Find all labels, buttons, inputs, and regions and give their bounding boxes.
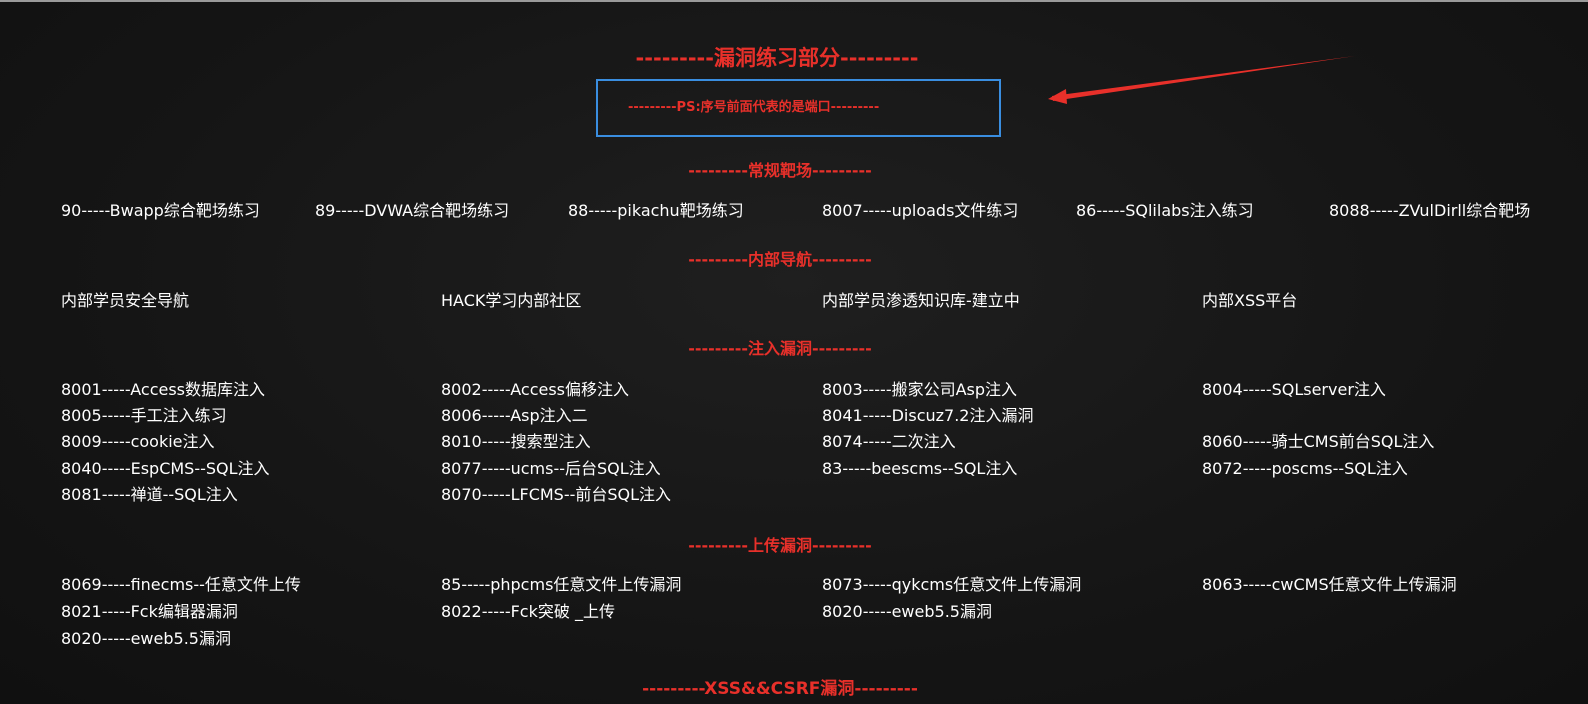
table-row: 8001-----Access数据库注入 8002-----Access偏移注入…	[0, 377, 1588, 403]
link-internal-security-nav[interactable]: 内部学员安全导航	[61, 291, 190, 310]
list-item[interactable]: 8040-----EspCMS--SQL注入	[61, 459, 270, 478]
regular-range-row: 90-----Bwapp综合靶场练习 89-----DVWA综合靶场练习 88-…	[0, 198, 1588, 224]
list-item[interactable]: 8004-----SQLserver注入	[1202, 380, 1386, 399]
link-zvuldirll[interactable]: 8088-----ZVulDirll综合靶场	[1329, 201, 1531, 220]
list-item[interactable]: 8005-----手工注入练习	[61, 406, 227, 425]
list-item[interactable]: 8002-----Access偏移注入	[441, 380, 630, 399]
list-item[interactable]: 8020-----eweb5.5漏洞	[822, 602, 992, 621]
list-item[interactable]: 85-----phpcms任意文件上传漏洞	[441, 575, 682, 594]
list-item[interactable]: 8041-----Discuz7.2注入漏洞	[822, 406, 1034, 425]
list-item[interactable]: 8063-----cwCMS任意文件上传漏洞	[1202, 575, 1457, 594]
table-row: 8020-----eweb5.5漏洞	[0, 626, 1588, 652]
section-title-injection: ---------注入漏洞---------	[688, 339, 872, 358]
section-title-xss: ---------XSS&&CSRF漏洞---------	[642, 679, 918, 699]
table-row: 8040-----EspCMS--SQL注入 8077-----ucms--后台…	[0, 456, 1588, 482]
list-item[interactable]: 8077-----ucms--后台SQL注入	[441, 459, 661, 478]
list-item[interactable]: 8021-----Fck编辑器漏洞	[61, 602, 238, 621]
link-sqlilabs[interactable]: 86-----SQlilabs注入练习	[1076, 201, 1254, 220]
list-item[interactable]: 8060-----骑士CMS前台SQL注入	[1202, 432, 1435, 451]
list-item[interactable]: 8070-----LFCMS--前台SQL注入	[441, 485, 672, 504]
list-item[interactable]: 8003-----搬家公司Asp注入	[822, 380, 1018, 399]
list-item[interactable]: 8006-----Asp注入二	[441, 406, 588, 425]
list-item[interactable]: 8069-----finecms--任意文件上传	[61, 575, 301, 594]
list-item[interactable]: 8081-----禅道--SQL注入	[61, 485, 238, 504]
list-item[interactable]: 8074-----二次注入	[822, 432, 956, 451]
link-hack-community[interactable]: HACK学习内部社区	[441, 291, 582, 310]
link-dvwa[interactable]: 89-----DVWA综合靶场练习	[315, 201, 510, 220]
list-item[interactable]: 8001-----Access数据库注入	[61, 380, 266, 399]
ps-note-box	[596, 79, 1001, 137]
table-row: 8021-----Fck编辑器漏洞 8022-----Fck突破 _上传 802…	[0, 599, 1588, 625]
list-item[interactable]: 8010-----搜索型注入	[441, 432, 591, 451]
annotation-arrow-icon	[1048, 56, 1355, 104]
ps-note-text: ---------PS:序号前面代表的是端口---------	[628, 100, 880, 115]
list-item[interactable]: 8073-----qykcms任意文件上传漏洞	[822, 575, 1082, 594]
page-title: ---------漏洞练习部分---------	[635, 46, 919, 70]
table-row: 8009-----cookie注入 8010-----搜索型注入 8074---…	[0, 429, 1588, 455]
list-item[interactable]: 8009-----cookie注入	[61, 432, 215, 451]
window-top-border	[0, 0, 1588, 2]
list-item[interactable]: 8072-----poscms--SQL注入	[1202, 459, 1408, 478]
link-pikachu[interactable]: 88-----pikachu靶场练习	[568, 201, 744, 220]
list-item[interactable]: 8022-----Fck突破 _上传	[441, 602, 615, 621]
link-knowledge-base[interactable]: 内部学员渗透知识库-建立中	[822, 291, 1020, 310]
link-bwapp[interactable]: 90-----Bwapp综合靶场练习	[61, 201, 260, 220]
section-title-internal: ---------内部导航---------	[688, 250, 872, 269]
table-row: 8069-----finecms--任意文件上传 85-----phpcms任意…	[0, 572, 1588, 598]
table-row: 8005-----手工注入练习 8006-----Asp注入二 8041----…	[0, 403, 1588, 429]
internal-nav-row: 内部学员安全导航 HACK学习内部社区 内部学员渗透知识库-建立中 内部XSS平…	[0, 288, 1588, 314]
link-uploads[interactable]: 8007-----uploads文件练习	[822, 201, 1019, 220]
table-row: 8081-----禅道--SQL注入 8070-----LFCMS--前台SQL…	[0, 482, 1588, 508]
section-title-regular: ---------常规靶场---------	[688, 161, 872, 180]
list-item[interactable]: 8020-----eweb5.5漏洞	[61, 629, 231, 648]
link-xss-platform[interactable]: 内部XSS平台	[1202, 291, 1298, 310]
list-item[interactable]: 83-----beescms--SQL注入	[822, 459, 1018, 478]
section-title-upload: ---------上传漏洞---------	[688, 536, 872, 555]
